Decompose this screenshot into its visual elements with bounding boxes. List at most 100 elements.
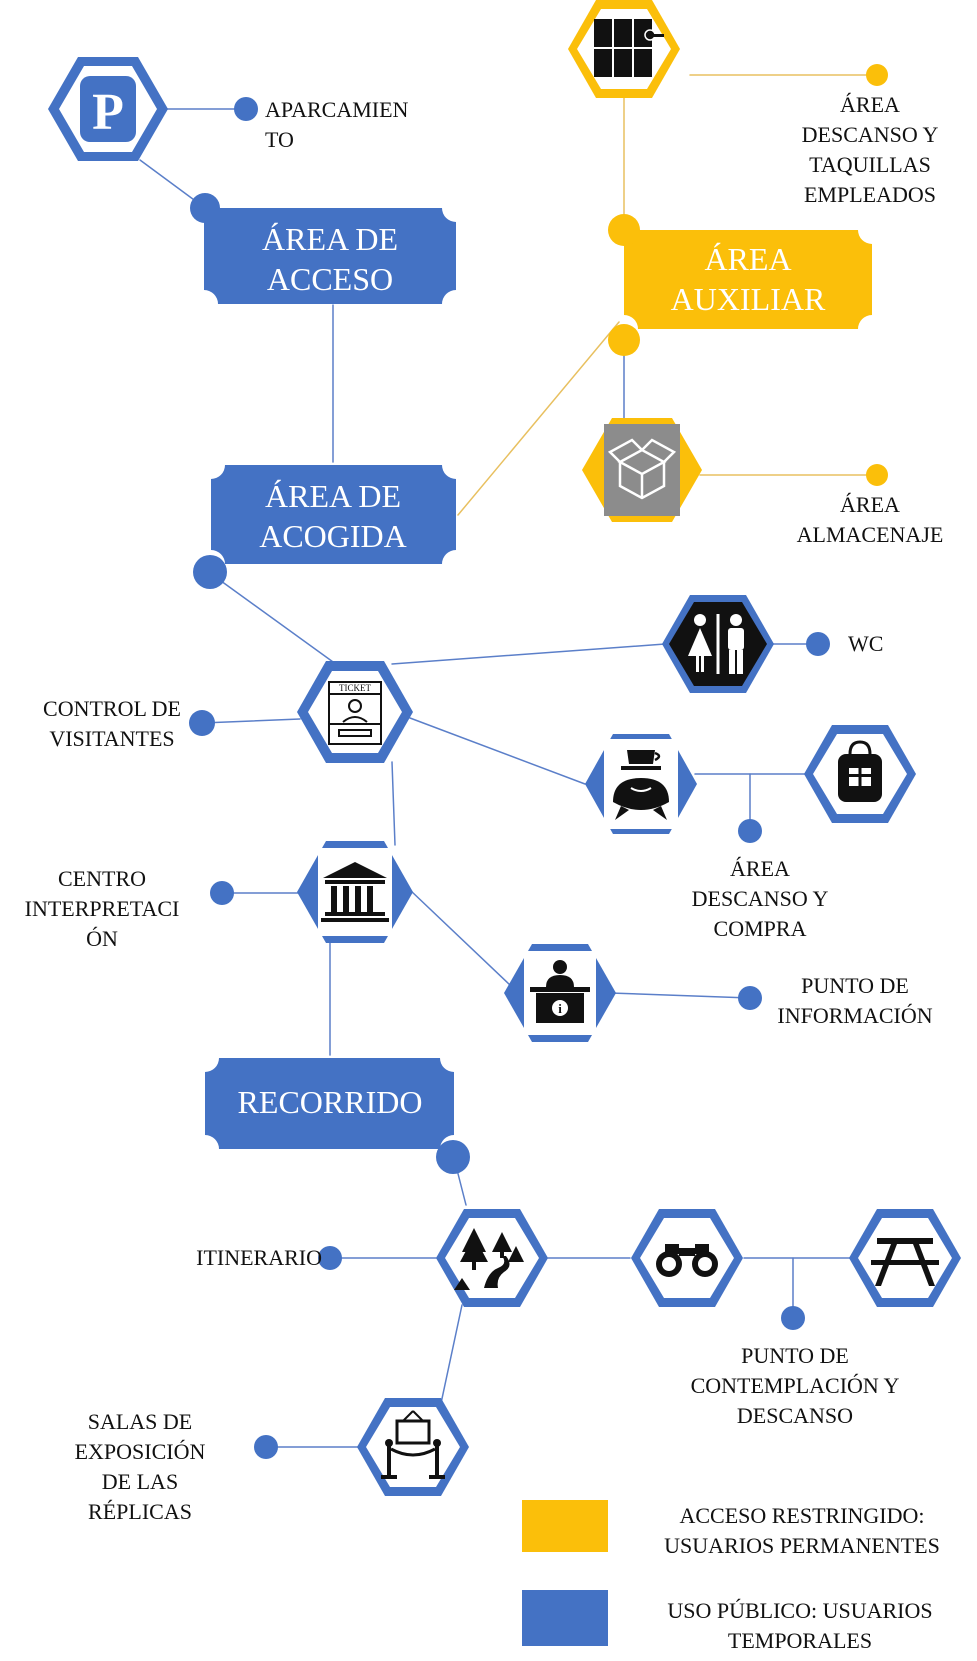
label-line: ITINERARIO [196, 1245, 322, 1270]
label-line: PUNTO DE [801, 973, 909, 998]
area-auxiliar-shape [624, 230, 872, 329]
picnic-table-icon [871, 1238, 939, 1286]
label-salas: SALAS DE EXPOSICIÓN DE LAS RÉPLICAS [75, 1409, 206, 1524]
node-dot [738, 819, 762, 843]
node-dot [193, 555, 227, 589]
label-line: VISITANTES [49, 726, 174, 751]
label-line: CONTEMPLACIÓN Y [691, 1373, 900, 1398]
hex-box [582, 418, 702, 522]
hex-lockers [568, 0, 680, 98]
label-line: WC [848, 631, 883, 656]
svg-text:P: P [92, 84, 124, 141]
legend-restricted-line-1: ACCESO RESTRINGIDO: [679, 1503, 924, 1528]
node-dot [210, 881, 234, 905]
legend-restricted-line-2: USUARIOS PERMANENTES [664, 1533, 940, 1558]
node-dot [866, 464, 888, 486]
svg-text:i: i [558, 1001, 562, 1016]
node-dot [189, 710, 215, 736]
node-dot [781, 1306, 805, 1330]
cafe-icon [613, 750, 669, 820]
label-line: ÓN [86, 926, 118, 951]
label-centro: CENTRO INTERPRETACI ÓN [25, 866, 180, 951]
area-acceso-line-2: ACCESO [267, 261, 393, 297]
node-dot [608, 324, 640, 356]
node-dot [608, 214, 640, 246]
binoculars-icon [656, 1244, 718, 1277]
label-line: ALMACENAJE [797, 522, 944, 547]
area-acceso: ÁREA DE ACCESO [190, 193, 456, 304]
forest-path-icon [454, 1228, 524, 1290]
hex-exhibit [357, 1398, 469, 1496]
node-dot [190, 193, 220, 223]
node-dot [436, 1140, 470, 1174]
label-line: INFORMACIÓN [777, 1003, 932, 1028]
node-dot [318, 1246, 342, 1270]
legend: ACCESO RESTRINGIDO: USUARIOS PERMANENTES… [522, 1500, 940, 1653]
hex-wc [662, 595, 774, 693]
hex-shop [804, 725, 916, 823]
line-control-wc [391, 643, 666, 665]
label-line: EMPLEADOS [804, 182, 936, 207]
label-descanso-compra: ÁREA DESCANSO Y COMPRA [692, 856, 829, 941]
line-control-cafe [409, 717, 586, 785]
label-line: RÉPLICAS [88, 1499, 192, 1524]
line-acogida-auxiliar [457, 321, 620, 516]
line-control-left-dot [201, 718, 301, 724]
legend-public-line-1: USO PÚBLICO: USUARIOS [667, 1598, 932, 1623]
label-control: CONTROL DE VISITANTES [43, 696, 181, 751]
legend-public-line-2: TEMPORALES [728, 1628, 872, 1653]
label-line: CONTROL DE [43, 696, 181, 721]
area-auxiliar-line-2: AUXILIAR [671, 281, 826, 317]
node-dot [234, 97, 258, 121]
label-wc: WC [848, 631, 883, 656]
lockers-icon [594, 19, 664, 77]
area-auxiliar: ÁREA AUXILIAR [608, 214, 872, 356]
legend-swatch-public [522, 1590, 608, 1646]
label-line: TAQUILLAS [809, 152, 931, 177]
label-line: CENTRO [58, 866, 146, 891]
hex-info: i [504, 944, 616, 1042]
info-desk-icon: i [530, 960, 590, 1023]
label-itinerario: ITINERARIO [196, 1245, 322, 1270]
label-line: DE LAS [102, 1469, 178, 1494]
ticket-booth-icon: TICKET [328, 681, 382, 745]
hex-forest [436, 1209, 548, 1307]
box-bg [604, 424, 680, 516]
area-acogida: ÁREA DE ACOGIDA [193, 465, 456, 589]
label-line: PUNTO DE [741, 1343, 849, 1368]
line-forest-exhibit [439, 1304, 463, 1409]
parking-icon: P [80, 76, 136, 142]
label-almacenaje: ÁREA ALMACENAJE [797, 492, 944, 547]
area-auxiliar-line-1: ÁREA [704, 241, 791, 277]
line-centro-info [409, 889, 511, 986]
connectors [139, 74, 878, 1448]
area-recorrido-line-1: RECORRIDO [238, 1084, 423, 1120]
hex-binoculars [631, 1209, 743, 1307]
label-line: APARCAMIEN [265, 97, 409, 122]
label-contemplacion: PUNTO DE CONTEMPLACIÓN Y DESCANSO [691, 1343, 900, 1428]
area-acceso-shape [204, 208, 456, 304]
label-line: ÁREA [840, 492, 900, 517]
label-aparcamiento: APARCAMIEN TO [265, 97, 409, 152]
label-line: DESCANSO Y [802, 122, 939, 147]
area-recorrido-shape [205, 1058, 454, 1149]
label-line: ÁREA [840, 92, 900, 117]
node-dot [738, 986, 762, 1010]
museum-icon [321, 862, 389, 922]
area-acogida-line-2: ACOGIDA [259, 518, 407, 554]
ticket-sign-label: TICKET [339, 683, 371, 693]
label-taquillas: ÁREA DESCANSO Y TAQUILLAS EMPLEADOS [802, 92, 939, 207]
label-line: SALAS DE [88, 1409, 193, 1434]
restroom-icon [688, 614, 744, 674]
node-dot [806, 632, 830, 656]
line-control-centro [391, 761, 396, 846]
node-dot [254, 1435, 278, 1459]
hex-picnic [849, 1209, 961, 1307]
label-line: TO [265, 127, 294, 152]
legend-swatch-restricted [522, 1500, 608, 1552]
label-line: DESCANSO [737, 1403, 853, 1428]
hex-cafe [585, 734, 697, 834]
gift-bag-icon [838, 740, 882, 802]
label-line: COMPRA [714, 916, 807, 941]
